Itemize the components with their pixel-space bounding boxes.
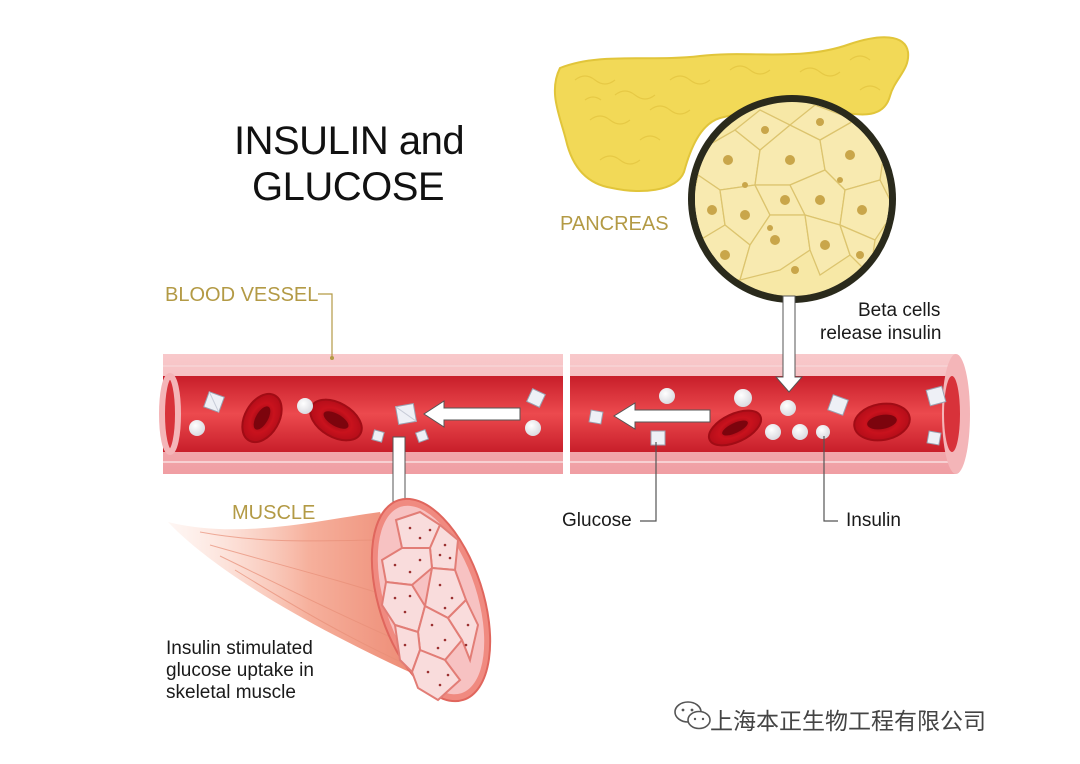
- beta-cells-magnified: [688, 95, 896, 303]
- title-line-2: GLUCOSE: [252, 165, 445, 209]
- red-blood-cell: [707, 409, 763, 447]
- diagram-title: INSULIN and GLUCOSE: [232, 118, 465, 210]
- flow-arrow-right-segment: [613, 402, 711, 430]
- glucose-leader: [640, 442, 657, 522]
- insulin-label: Insulin: [846, 510, 901, 531]
- title-line-1: INSULIN and: [234, 119, 465, 163]
- insulin-molecules: [189, 388, 830, 440]
- uptake-caption-line3: skeletal muscle: [166, 682, 296, 703]
- leader-lines: [318, 293, 838, 522]
- blood-vessel-leader: [318, 293, 333, 358]
- skeletal-muscle: [168, 497, 492, 703]
- beta-cells-label-line2: release insulin: [820, 323, 942, 344]
- insulin-release-arrow: [774, 295, 804, 393]
- pancreas-label: PANCREAS: [560, 213, 669, 235]
- beta-cells-label-line1: Beta cells: [858, 300, 941, 321]
- wechat-icon: [674, 701, 711, 730]
- glucose-cubes: [203, 385, 947, 446]
- blood-vessel-label: BLOOD VESSEL: [165, 284, 319, 306]
- uptake-caption-line1: Insulin stimulated: [166, 638, 313, 659]
- red-blood-cells: [241, 392, 911, 447]
- insulin-leader: [823, 436, 838, 522]
- uptake-caption-line2: glucose uptake in: [166, 660, 314, 681]
- red-blood-cell: [241, 392, 283, 444]
- watermark: 上海本正生物工程有限公司: [668, 698, 1048, 735]
- flow-arrow-left-segment: [423, 400, 521, 428]
- muscle-label: MUSCLE: [232, 502, 316, 524]
- red-blood-cell: [853, 402, 911, 442]
- red-blood-cell: [309, 398, 363, 442]
- watermark-text: 上海本正生物工程有限公司: [710, 709, 986, 735]
- glucose-label: Glucose: [562, 510, 632, 531]
- muscle-uptake-caption: Insulin stimulated glucose uptake in ske…: [166, 638, 314, 704]
